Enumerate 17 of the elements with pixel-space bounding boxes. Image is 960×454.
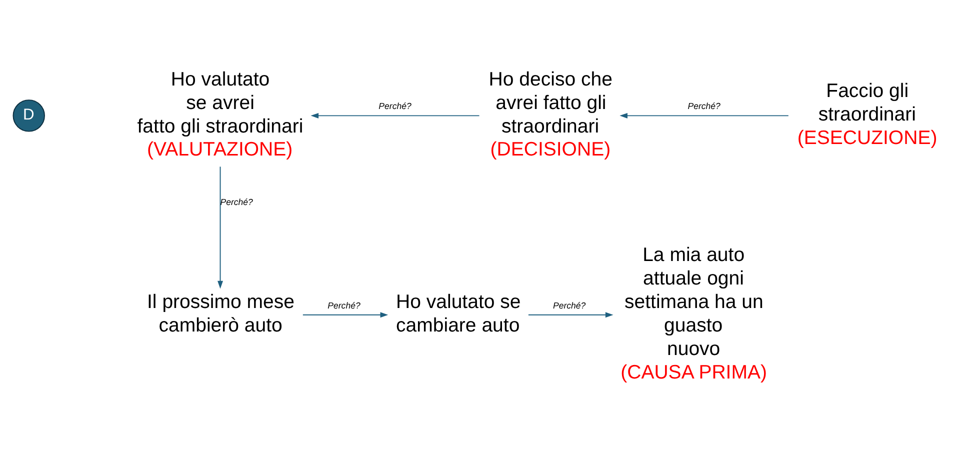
edge-label: Perché?: [552, 300, 586, 310]
arrow: [302, 312, 388, 318]
node-text: Faccio gli straordinari (ESECUZIONE): [797, 80, 938, 149]
arrow: [620, 112, 789, 118]
edge-label: Perché?: [378, 101, 412, 112]
node-circle: D: [12, 100, 45, 132]
edge-label: Perché?: [688, 101, 720, 112]
edge-label: Perché?: [220, 196, 253, 207]
arrow: [218, 166, 223, 289]
node-text: La mia auto attuale ogni settimana ha un guasto nuovo (CAUSA PRIMA): [620, 244, 767, 384]
edge-label: Perché?: [328, 300, 360, 310]
arrow: [310, 112, 480, 118]
node-text: Il prossimo mese cambierò auto: [147, 291, 295, 336]
node-text: Ho valutato se avrei fatto gli straordinari (VALUTAZIONE): [137, 68, 304, 161]
arrow: [528, 312, 614, 318]
node-text: Ho valutato se cambiare auto: [396, 291, 521, 336]
node-text: Ho deciso che avrei fatto gli straordinari (DECISIONE): [488, 68, 612, 161]
